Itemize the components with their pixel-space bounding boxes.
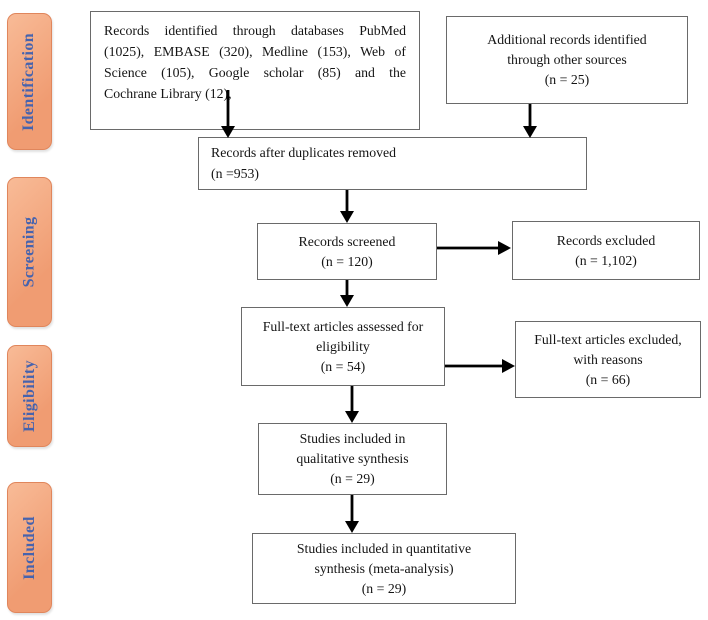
box-quantitative-synthesis: Studies included in quantitative synthes…	[252, 533, 516, 604]
box-text-line: Records identified through databases Pub…	[104, 23, 406, 38]
box-text-line: Studies included in quantitative	[296, 540, 472, 556]
stage-screening: Screening	[7, 177, 52, 327]
arrow-additional-to-duplicates	[523, 104, 537, 138]
box-text-line: with reasons	[573, 351, 643, 367]
box-additional-records: Additional records identified through ot…	[446, 16, 688, 104]
box-duplicates-removed: Records after duplicates removed (n =953…	[198, 137, 587, 190]
box-text-line: (1025), EMBASE (320), Medline (153), Web…	[104, 44, 406, 59]
stage-included: Included	[7, 482, 52, 613]
box-fulltext-assessed: Full-text articles assessed for eligibil…	[241, 307, 445, 386]
stage-identification: Identification	[7, 13, 52, 150]
box-text-line: (n = 66)	[585, 371, 631, 387]
arrow-fulltext-to-fulltext-excluded	[445, 359, 515, 373]
box-text-line: (n = 29)	[361, 580, 407, 596]
arrow-screened-to-excluded	[437, 241, 511, 255]
box-records-screened: Records screened (n = 120)	[257, 223, 437, 280]
box-text-line: Records screened	[298, 233, 396, 249]
box-text-line: Additional records identified	[487, 32, 647, 47]
box-fulltext-excluded: Full-text articles excluded, with reason…	[515, 321, 701, 398]
stage-label: Included	[20, 515, 38, 580]
box-text-line: Full-text articles assessed for	[262, 318, 424, 334]
box-text-line: (n = 25)	[544, 72, 590, 87]
box-text-line: Studies included in	[299, 431, 406, 446]
box-text-line: Science (105), Google scholar (85) and t…	[104, 65, 406, 80]
box-text-line: Records excluded	[556, 232, 656, 248]
box-records-identified: Records identified through databases Pub…	[90, 11, 420, 130]
arrow-qualitative-to-quantitative	[345, 495, 359, 533]
box-text-line: through other sources	[507, 52, 627, 67]
box-text-line: Cochrane Library (12),	[104, 86, 232, 101]
box-text-line: (n = 29)	[330, 471, 375, 486]
stage-label: Eligibility	[20, 360, 38, 432]
box-text-line: (n = 120)	[321, 253, 373, 269]
box-text-line: (n = 54)	[320, 358, 366, 374]
box-text-line: (n = 1,102)	[575, 252, 637, 268]
box-text-line: synthesis (meta-analysis)	[314, 560, 454, 576]
stage-eligibility: Eligibility	[7, 345, 52, 447]
stage-label: Screening	[20, 216, 38, 288]
stage-label: Identification	[20, 32, 38, 131]
box-records-excluded: Records excluded (n = 1,102)	[512, 221, 700, 280]
arrow-duplicates-to-screened	[340, 190, 354, 223]
arrow-screened-to-fulltext	[340, 280, 354, 307]
box-text-line: eligibility	[316, 338, 370, 354]
box-text-line: Records after duplicates removed	[211, 145, 397, 160]
box-text-line: qualitative synthesis	[296, 451, 409, 466]
box-text-line: Full-text articles excluded,	[534, 331, 682, 347]
arrow-fulltext-to-qualitative	[345, 386, 359, 423]
box-text-line: (n =953)	[211, 166, 260, 181]
box-qualitative-synthesis: Studies included in qualitative synthesi…	[258, 423, 447, 495]
